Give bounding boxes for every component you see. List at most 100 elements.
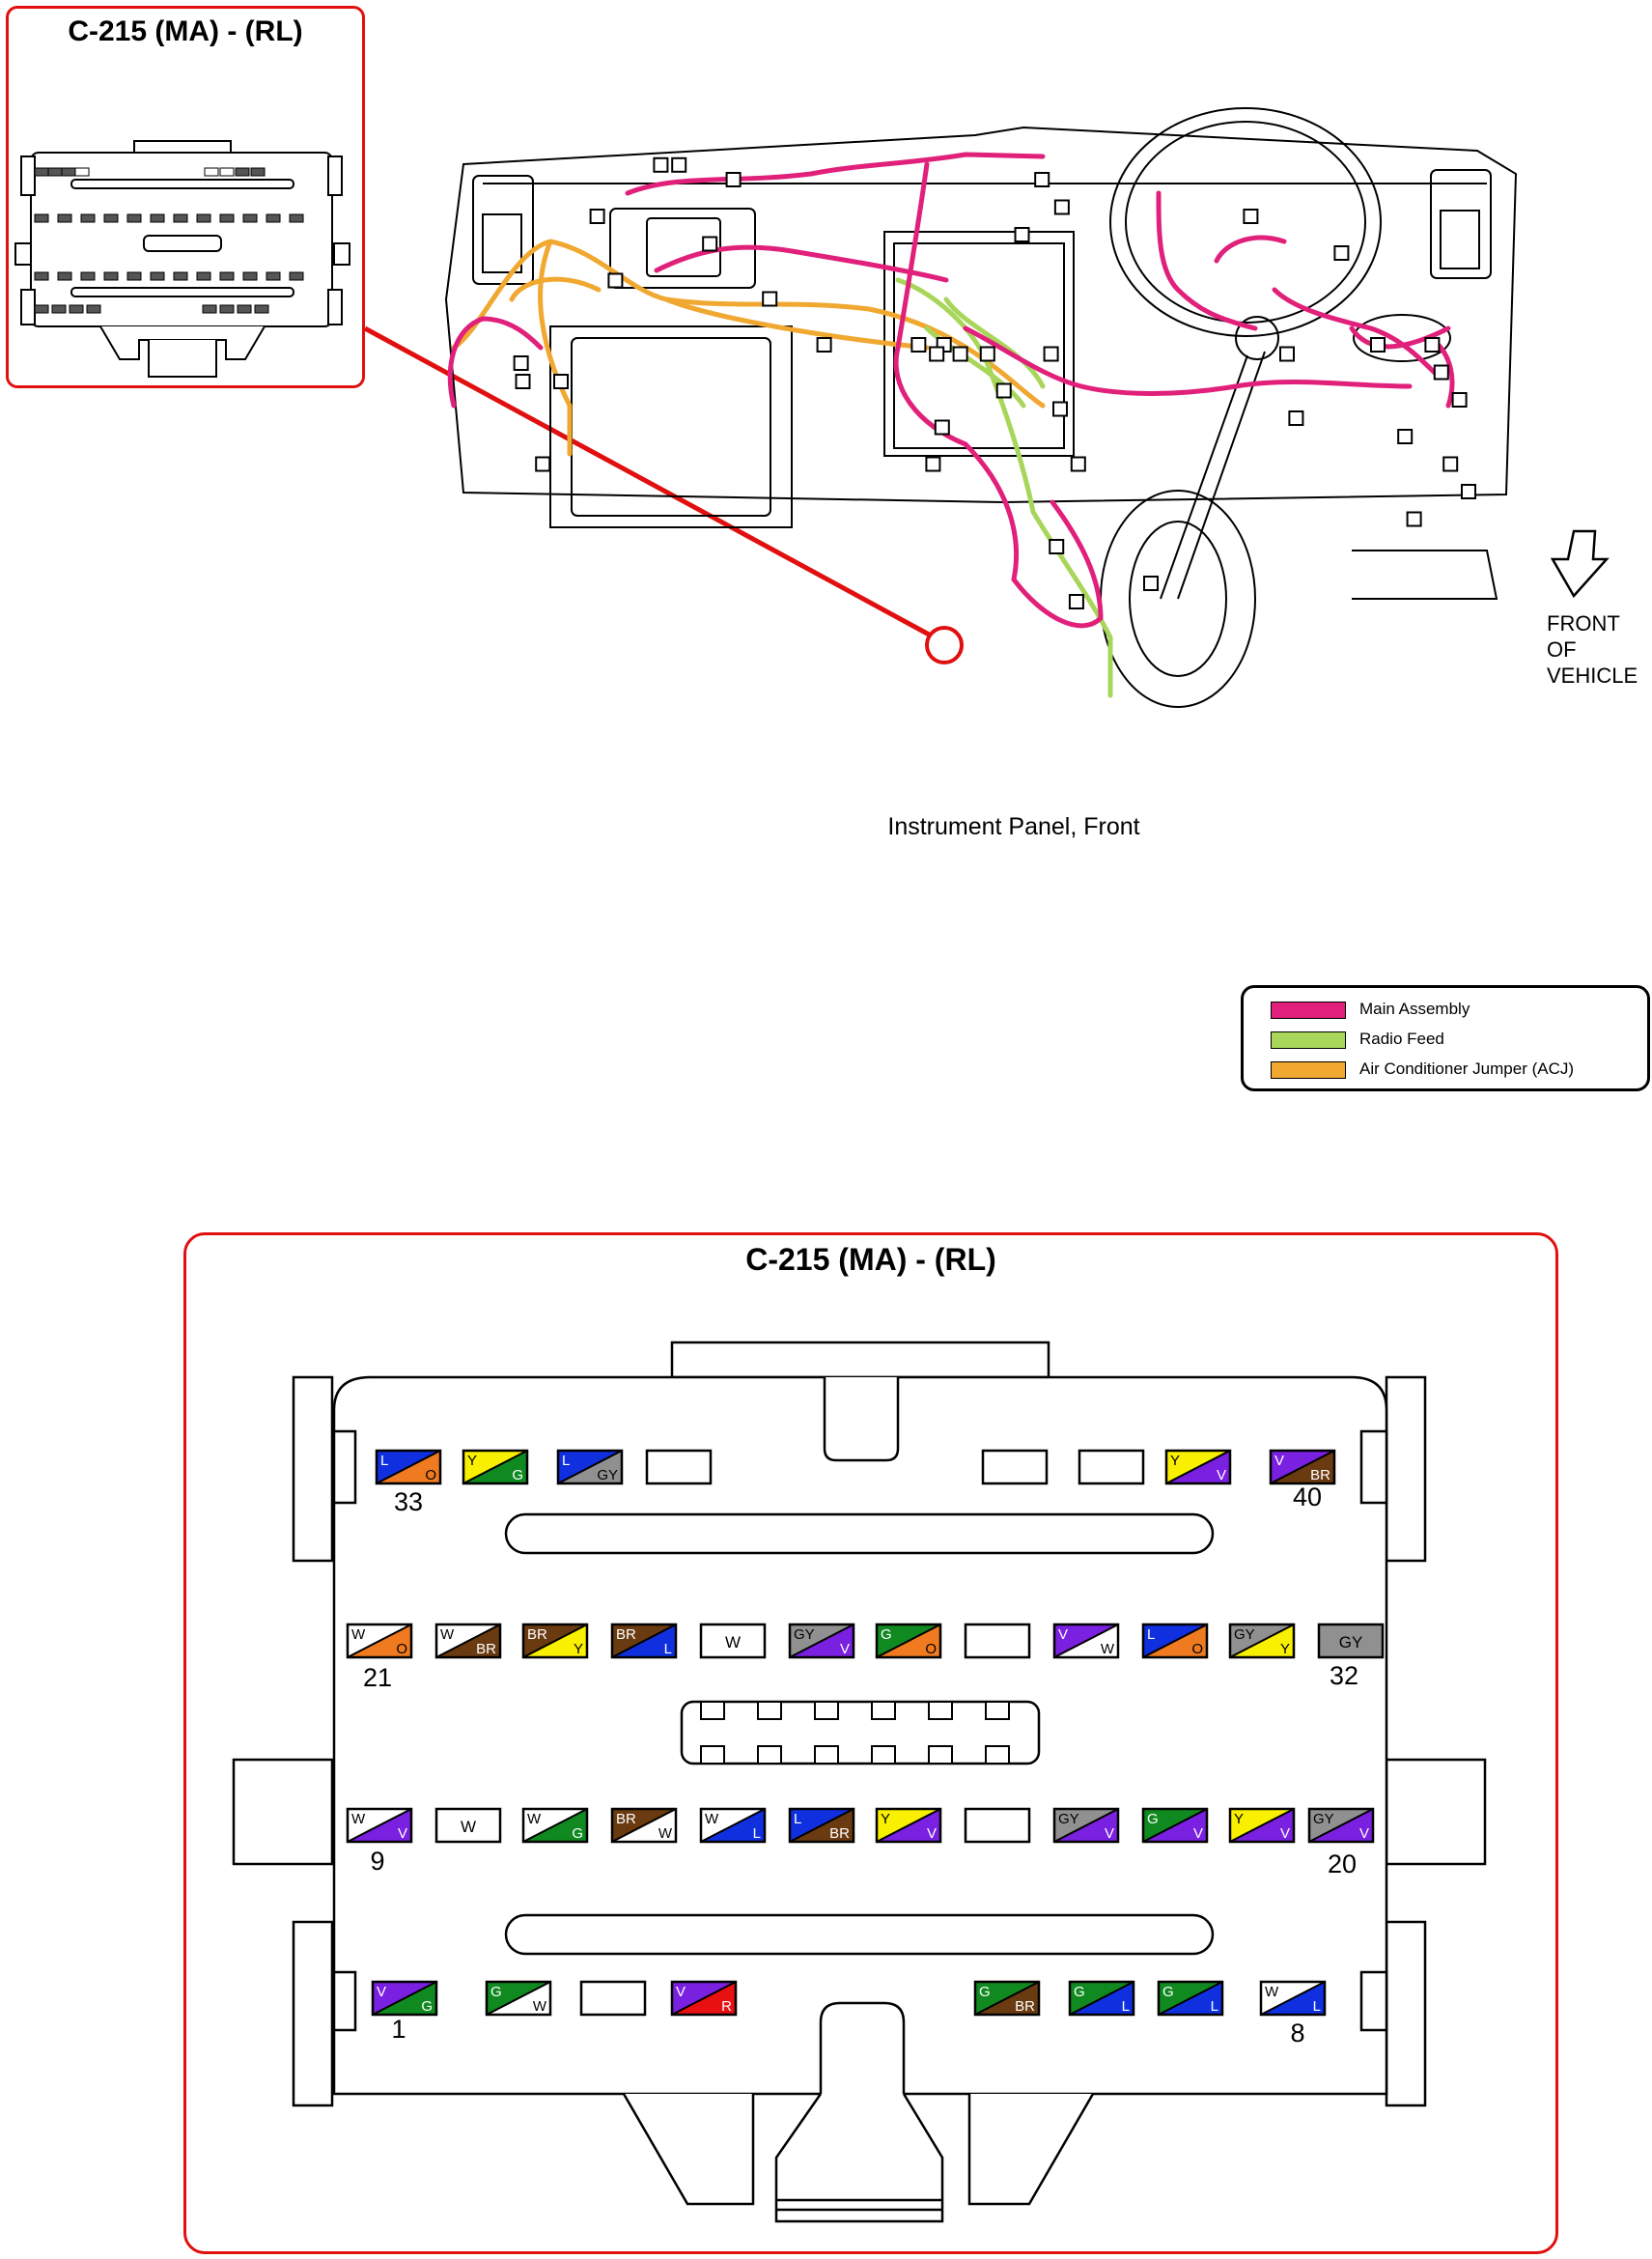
connector-pin: BRY — [521, 1623, 589, 1659]
panel-connector — [1433, 364, 1449, 381]
pin-color-code: W — [705, 1811, 719, 1827]
panel-connector — [1043, 346, 1059, 362]
pin-color-code: L — [380, 1453, 388, 1469]
connector-detail-frame — [183, 1232, 1558, 2254]
panel-connector — [1143, 576, 1159, 591]
connector-pin: LO — [375, 1449, 442, 1485]
connector-pin — [964, 1623, 1031, 1659]
pin-color-code: L — [1211, 1998, 1218, 2015]
connector-pin: YV — [875, 1807, 942, 1844]
connector-pin: BR L — [610, 1623, 678, 1659]
pin-color-code: BR — [476, 1641, 496, 1657]
panel-connector — [702, 236, 718, 252]
connector-pin: GY V — [1052, 1807, 1120, 1844]
pin-color-code: GY — [794, 1626, 815, 1643]
connector-pin: VBR — [1269, 1449, 1336, 1485]
front-arrow-icon — [1550, 529, 1610, 599]
connector-pin: GY V — [788, 1623, 855, 1659]
pin-color-code: G — [1147, 1811, 1159, 1827]
connector-pin — [981, 1449, 1049, 1485]
pin-color-code: Y — [1234, 1811, 1244, 1827]
pin-color-code: V — [1359, 1825, 1369, 1842]
pin-color-code: V — [1105, 1825, 1114, 1842]
connector-pin: WBR — [434, 1623, 502, 1659]
connector-pin: LGY — [556, 1449, 624, 1485]
connector-pin: VR — [670, 1980, 738, 2017]
pin-color-code: V — [840, 1641, 850, 1657]
pin-color-code: W — [658, 1825, 673, 1842]
pin-label-21: 21 — [362, 1663, 393, 1692]
pin-color-code: V — [398, 1825, 407, 1842]
panel-connector — [1049, 539, 1065, 554]
pin-color-code: G — [979, 1984, 991, 2000]
pin-color-code: L — [664, 1641, 672, 1657]
panel-connector — [671, 156, 687, 173]
pin-color-code: GY — [1234, 1626, 1255, 1643]
inset-title: C-215 (MA) - (RL) — [68, 15, 303, 47]
connector-pin: YG — [462, 1449, 529, 1485]
panel-connector — [952, 346, 968, 362]
panel-connector — [1070, 456, 1086, 472]
panel-connector — [1451, 392, 1468, 408]
connector-pin: GV — [1141, 1807, 1209, 1844]
pin-color-code: G — [512, 1467, 523, 1483]
pin-color-code: V — [377, 1984, 386, 2000]
pin-color-code: G — [421, 1998, 433, 2015]
pin-color-code: O — [425, 1467, 436, 1483]
instrument-panel-drawing — [444, 107, 1518, 708]
panel-connector — [1014, 227, 1030, 242]
pin-color-code: O — [396, 1641, 407, 1657]
pin-color-code: O — [1191, 1641, 1203, 1657]
connector-pin — [579, 1980, 647, 2017]
pin-color-code: BR — [616, 1626, 636, 1643]
panel-connector — [1034, 172, 1050, 187]
connector-pin: WL — [1259, 1980, 1327, 2017]
connector-detail-title: C-215 (MA) - (RL) — [745, 1242, 996, 1277]
panel-connector — [607, 272, 624, 289]
pin-color-code: L — [794, 1811, 801, 1827]
pin-color-code: L — [562, 1453, 570, 1469]
pin-color-code: G — [490, 1984, 502, 2000]
panel-connector — [1243, 209, 1259, 224]
connector-pin: WO — [346, 1623, 413, 1659]
panel-connector — [1279, 346, 1295, 362]
pin-color-code: V — [927, 1825, 937, 1842]
connector-pin: GL — [1068, 1980, 1135, 2017]
front-of-vehicle-label: FRONT OF VEHICLE — [1547, 611, 1638, 688]
pin-color-code: GY — [1058, 1811, 1079, 1827]
connector-pin: W — [699, 1623, 767, 1659]
pin-label-32: 32 — [1329, 1661, 1359, 1690]
pin-color-code: GY — [1313, 1811, 1334, 1827]
panel-connector — [1397, 429, 1414, 444]
panel-connector — [929, 346, 945, 362]
panel-connector — [910, 337, 927, 353]
connector-pin: G BR — [973, 1980, 1041, 2017]
panel-connector — [1333, 245, 1350, 261]
panel-connector — [934, 419, 950, 436]
panel-connector — [1442, 456, 1459, 472]
connector-pin — [964, 1807, 1031, 1844]
pin-color-code: V — [1280, 1825, 1290, 1842]
pin-color-code: W — [725, 1633, 741, 1652]
pin-color-code: V — [676, 1984, 686, 2000]
pin-color-code: BR — [527, 1626, 547, 1643]
connector-pin: GW — [485, 1980, 552, 2017]
connector-pin: W — [434, 1807, 502, 1844]
pin-color-code: W — [533, 1998, 547, 2015]
pin-color-code: L — [753, 1825, 761, 1842]
connector-pin: GL — [1157, 1980, 1224, 2017]
panel-connector — [653, 156, 669, 173]
connector-pin: VW — [1052, 1623, 1120, 1659]
connector-pin — [645, 1449, 713, 1485]
panel-connector — [1068, 594, 1084, 609]
connector-pin — [1078, 1449, 1145, 1485]
pin-color-code: V — [1058, 1626, 1068, 1643]
pin-color-code: GY — [1339, 1633, 1363, 1652]
pin-color-code: Y — [881, 1811, 890, 1827]
pin-color-code: W — [1265, 1984, 1279, 2000]
pin-color-code: Y — [1280, 1641, 1290, 1657]
panel-connector — [1424, 337, 1441, 353]
pin-color-code: G — [572, 1825, 583, 1842]
pin-color-code: BR — [1015, 1998, 1035, 2015]
pin-color-code: BR — [616, 1811, 636, 1827]
